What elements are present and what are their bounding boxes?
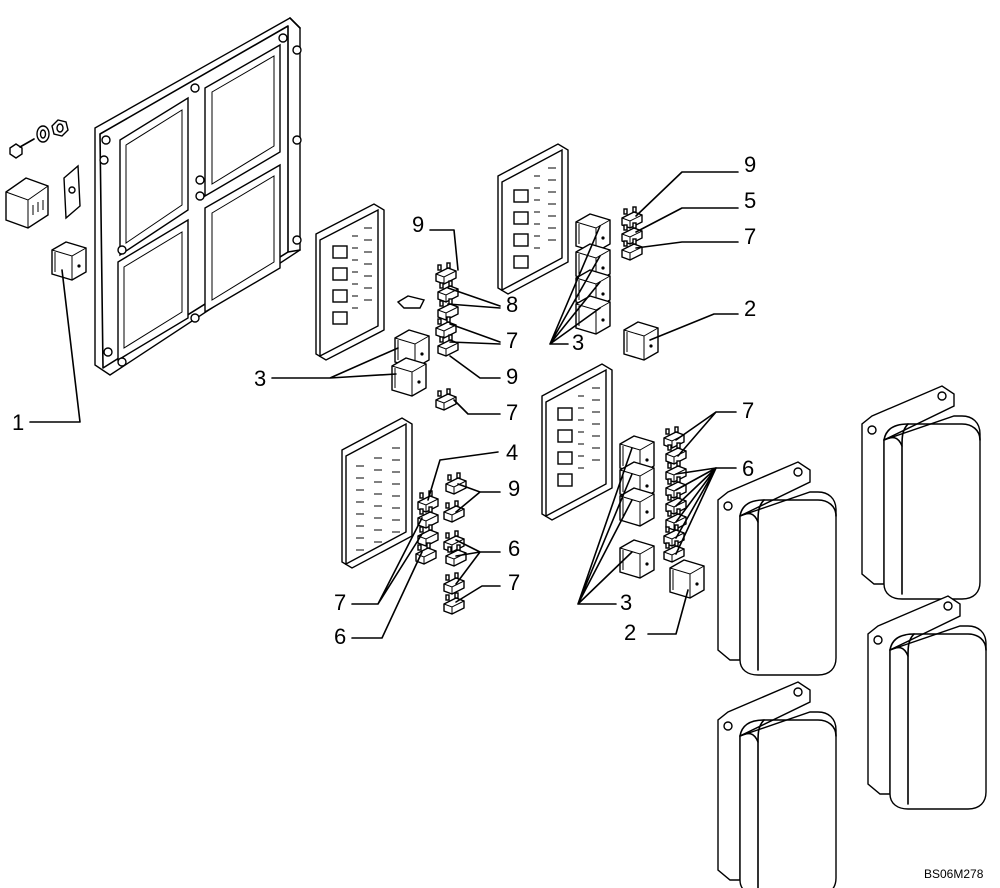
callout-9-top-right: 9 xyxy=(744,152,756,177)
fuse-panel-b xyxy=(497,143,569,295)
loose-clip xyxy=(396,295,426,309)
callout-7-mid: 7 xyxy=(506,328,518,353)
relays-panel-b xyxy=(575,213,611,335)
callout-6-lower: 6 xyxy=(508,536,520,561)
callout-9-lower: 9 xyxy=(508,476,520,501)
callout-7-right: 7 xyxy=(742,398,754,423)
callout-3-bottom-right: 3 xyxy=(620,590,632,615)
callout-6-right: 6 xyxy=(742,456,754,481)
cover-4 xyxy=(717,681,837,888)
callout-6-left-bottom: 6 xyxy=(334,624,346,649)
callout-7-top-right: 7 xyxy=(744,224,756,249)
callout-7-left-bottom: 7 xyxy=(334,590,346,615)
fuse-panel-c xyxy=(341,417,413,569)
fuses-panel-a xyxy=(435,262,459,411)
callout-2-bottom-right: 2 xyxy=(624,620,636,645)
callout-9-mid: 9 xyxy=(506,364,518,389)
mounting-plate xyxy=(94,17,302,376)
callout-3-top-right: 3 xyxy=(572,330,584,355)
cover-3 xyxy=(867,595,987,810)
fuses-panel-b xyxy=(621,206,643,261)
callout-7-lower: 7 xyxy=(508,570,520,595)
callouts: 1 3 9 8 7 9 7 9 5 7 3 2 4 9 6 7 7 6 7 6 … xyxy=(12,152,756,649)
fuses-panel-d xyxy=(663,426,687,563)
callout-9-top-mid: 9 xyxy=(412,212,424,237)
callout-3-left: 3 xyxy=(254,366,266,391)
fuse-panel-a xyxy=(315,203,385,361)
leader-lines xyxy=(29,171,739,639)
cover-2 xyxy=(861,385,981,600)
relay-single-b xyxy=(623,321,659,361)
callout-7-below: 7 xyxy=(506,400,518,425)
relay-panel-a-2 xyxy=(391,357,427,397)
drawing-code: BS06M278 xyxy=(924,867,984,881)
callout-1: 1 xyxy=(12,410,24,435)
callout-2-top-right: 2 xyxy=(744,296,756,321)
relays-panel-d xyxy=(619,435,655,579)
callout-5: 5 xyxy=(744,188,756,213)
cover-1 xyxy=(717,461,837,676)
fuses-panel-c xyxy=(415,472,467,615)
callout-4: 4 xyxy=(506,440,518,465)
fuse-panel-d xyxy=(541,363,613,521)
callout-8: 8 xyxy=(506,292,518,317)
relay-bracket-assembly xyxy=(5,119,87,281)
